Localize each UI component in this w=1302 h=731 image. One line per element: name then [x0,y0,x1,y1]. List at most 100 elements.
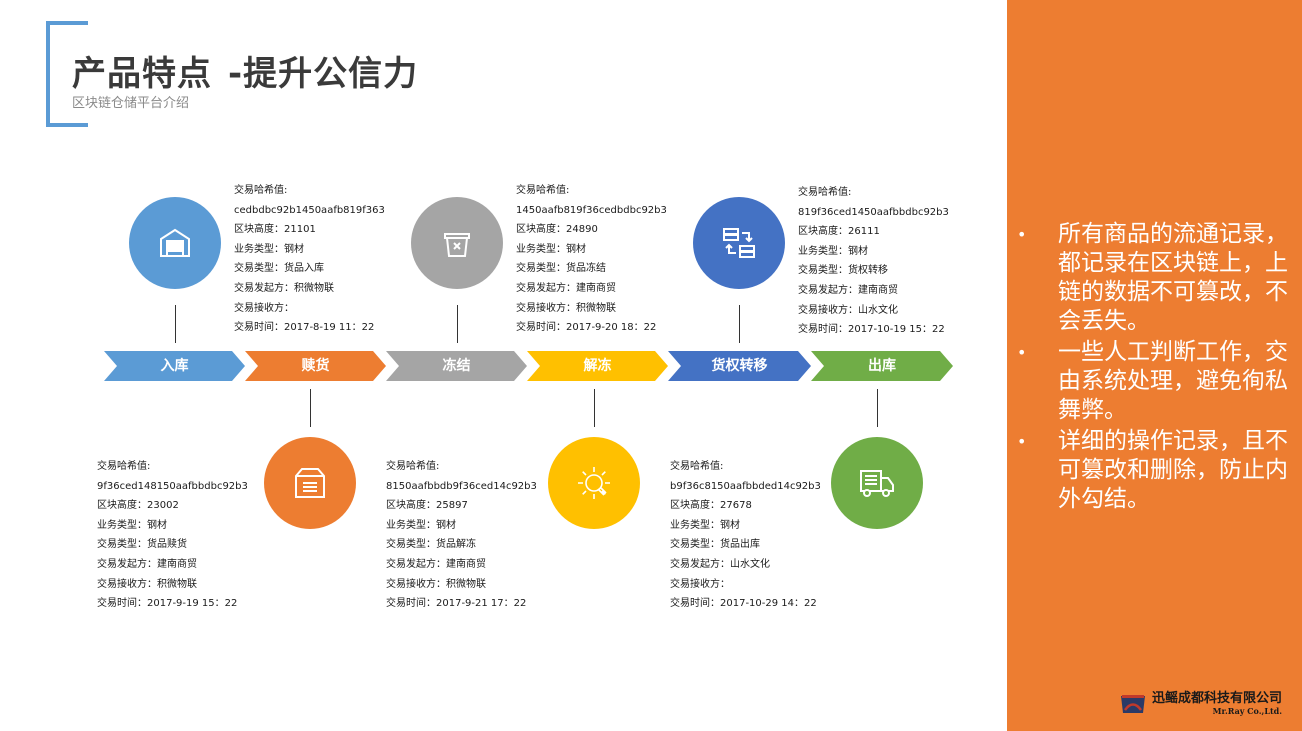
record-hash-label: 交易哈希值: [97,461,151,472]
sun-icon [578,467,610,499]
record-time: 交易时间：2017-8-19 11：22 [234,322,375,334]
record-hash: 1450aafb819f36cedbdbc92b3 [516,204,667,216]
record-sender: 交易发起方：建南商贸 [386,558,486,570]
record-time: 交易时间：2017-9-21 17：22 [386,598,527,610]
timeline-step-label: 解冻 [583,358,612,374]
feature-sidebar [1007,0,1302,731]
record-hash-label: 交易哈希值: [798,187,852,198]
bracket-bottom-tick [46,123,88,127]
transfer-icon [723,228,755,258]
record-inbound: 交易哈希值: cedbdbc92b1450aafb819f363 区块高度：21… [234,181,385,338]
page-title: 产品特点-提升公信力 [72,46,418,95]
bracket-top-tick [46,21,88,25]
record-time: 交易时间：2017-10-19 15：22 [798,324,945,336]
chevron-shape [811,351,953,381]
record-sender: 交易发起方：山水文化 [670,558,770,570]
record-receiver: 交易接收方：积微物联 [516,302,616,314]
record-tx-type: 交易类型：货品出库 [670,539,760,551]
record-tx-type: 交易类型：货品解冻 [386,539,476,551]
freeze-bin-icon [444,233,470,257]
record-tx-type: 交易类型：货品赎货 [97,539,187,551]
chevron-shape [386,351,527,381]
feature-bullet-text: 一些人工判断工作，交由系统处理，避免徇私舞弊。 [1058,339,1288,423]
feature-bullet: • 详细的操作记录，且不可篡改和删除，防止内外勾结。 [1017,427,1297,514]
timeline-step-label: 赎货 [301,358,330,374]
record-tx-type: 交易类型：货品入库 [234,263,324,275]
record-hash-label: 交易哈希值: [670,461,724,472]
record-height: 区块高度：21101 [234,224,316,236]
bullet-marker: • [1017,343,1027,362]
truck-icon [860,470,894,497]
timeline-step-freeze: 冻结 [386,351,527,381]
stage-circle-transfer [693,197,785,289]
record-receiver: 交易接收方： [670,578,730,590]
record-biz-type: 业务类型：钢材 [670,519,740,531]
record-height: 区块高度：26111 [798,226,880,238]
feature-bullet-list: •所有商品的流通记录，都记录在区块链上，上链的数据不可篡改，不会丢失。 • 一些人… [1017,220,1297,516]
page-subtitle: 区块链仓储平台介绍 [72,96,190,111]
record-hash: 9f36ced148150aafbbdbc92b3 [97,480,248,492]
record-sender: 交易发起方：积微物联 [234,282,334,294]
stage-circle-freeze [411,197,503,289]
company-logo: 迅鳐成都科技有限公司 Mr.Ray Co.,Ltd. [1120,692,1282,716]
timeline-step-redeem: 赎货 [245,351,386,381]
bullet-marker: • [1017,225,1027,244]
record-hash: b9f36c8150aafbbded14c92b3 [670,480,821,492]
ray-logo-icon [1121,695,1145,713]
stage-circle-redeem [264,437,356,529]
record-receiver: 交易接收方：山水文化 [798,304,898,316]
box-icon [295,468,325,498]
record-hash: 8150aafbbdb9f36ced14c92b3 [386,480,537,492]
record-sender: 交易发起方：建南商贸 [516,282,616,294]
record-biz-type: 业务类型：钢材 [97,519,167,531]
chevron-shape [104,351,245,381]
record-unfreeze: 交易哈希值: 8150aafbbdb9f36ced14c92b3 区块高度：25… [386,457,537,614]
record-tx-type: 交易类型：货品冻结 [516,263,606,275]
record-receiver: 交易接收方：积微物联 [386,578,486,590]
record-sender: 交易发起方：建南商贸 [798,284,898,296]
record-time: 交易时间：2017-10-29 14：22 [670,598,817,610]
record-height: 区块高度：25897 [386,500,468,512]
timeline-step-label: 货权转移 [711,358,768,374]
record-biz-type: 业务类型：钢材 [516,243,586,255]
record-hash-label: 交易哈希值: [516,185,570,196]
feature-bullet-text: 详细的操作记录，且不可篡改和删除，防止内外勾结。 [1058,428,1288,512]
record-hash-label: 交易哈希值: [386,461,440,472]
timeline-step-label: 出库 [868,358,896,374]
record-sender: 交易发起方：建南商贸 [97,558,197,570]
stage-circle-outbound [831,437,923,529]
record-time: 交易时间：2017-9-19 15：22 [97,598,238,610]
record-hash: 819f36ced1450aafbbdbc92b3 [798,206,949,218]
record-biz-type: 业务类型：钢材 [386,519,456,531]
record-biz-type: 业务类型：钢材 [798,245,868,257]
logo-company-cn: 迅鳐成都科技有限公司 [1152,691,1283,706]
record-tx-type: 交易类型：货权转移 [798,265,888,277]
timeline-step-label: 入库 [160,358,189,374]
record-height: 区块高度：24890 [516,224,598,236]
chevron-shape [527,351,668,381]
stage-circle-inbound [129,197,221,289]
record-height: 区块高度：27678 [670,500,752,512]
record-freeze: 交易哈希值: 1450aafb819f36cedbdbc92b3 区块高度：24… [516,181,667,338]
record-transfer: 交易哈希值: 819f36ced1450aafbbdbc92b3 区块高度：26… [798,183,949,340]
chevron-shape [245,351,386,381]
warehouse-icon [160,228,190,257]
record-biz-type: 业务类型：钢材 [234,243,304,255]
feature-bullet: •所有商品的流通记录，都记录在区块链上，上链的数据不可篡改，不会丢失。 [1017,220,1297,336]
timeline-step-label: 冻结 [442,358,471,374]
timeline-step-transfer: 货权转移 [668,351,811,381]
connector-line-outbound [877,389,878,427]
stage-circle-unfreeze [548,437,640,529]
connector-line-unfreeze [594,389,595,427]
timeline-step-inbound: 入库 [104,351,245,381]
record-time: 交易时间：2017-9-20 18：22 [516,322,657,334]
record-redeem: 交易哈希值: 9f36ced148150aafbbdbc92b3 区块高度：23… [97,457,248,614]
bullet-marker: • [1017,432,1027,451]
title-accent: -提升公信力 [228,54,419,94]
record-hash-label: 交易哈希值: [234,185,288,196]
connector-line-redeem [310,389,311,427]
logo-company-en: Mr.Ray Co.,Ltd. [1212,706,1283,716]
connector-line-inbound [175,305,176,343]
connector-line-freeze [457,305,458,343]
connector-line-transfer [739,305,740,343]
